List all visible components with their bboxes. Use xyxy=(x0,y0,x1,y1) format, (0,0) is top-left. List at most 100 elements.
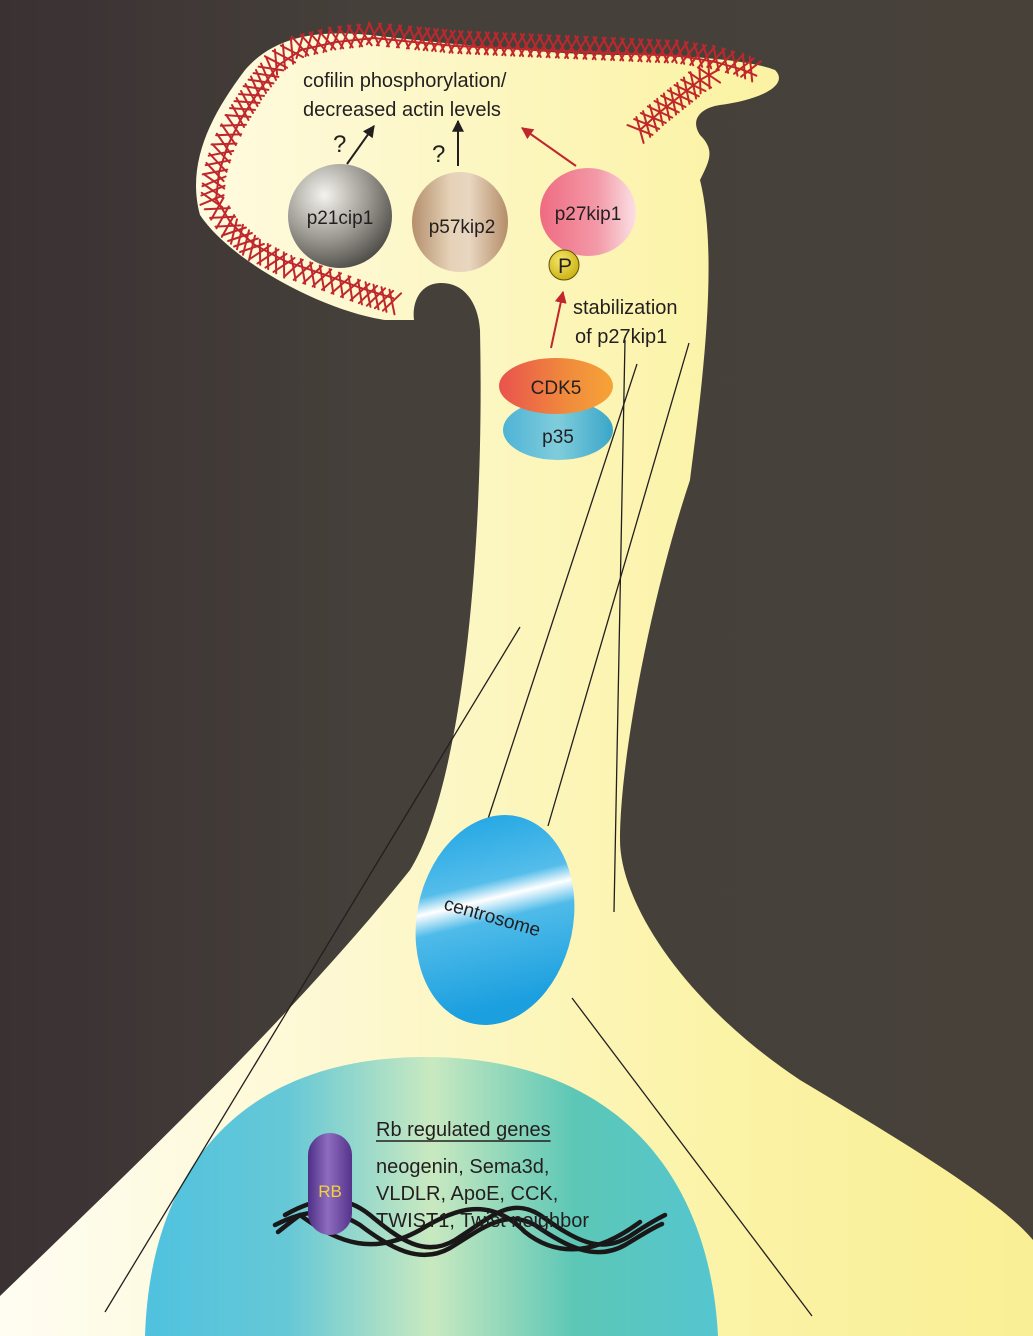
actin-filament-stroke xyxy=(203,207,231,211)
actin-filament-stroke xyxy=(302,265,323,285)
microtubule-line xyxy=(571,997,813,1317)
actin-filament-stroke xyxy=(283,258,304,278)
actin-filament-stroke xyxy=(699,69,719,81)
centrosome: centrosome xyxy=(415,815,575,1025)
p35-label: p35 xyxy=(542,427,574,448)
actin-filament-stroke xyxy=(375,23,393,47)
p27-to-cofilin-arrow xyxy=(521,127,577,167)
actin-filament-stroke xyxy=(634,53,681,57)
actin-filament-stroke xyxy=(358,22,371,48)
actin-filament-stroke xyxy=(335,37,376,43)
centrosome-body xyxy=(415,815,575,1025)
phosphate-label: P xyxy=(558,255,572,278)
actin-filament-stroke xyxy=(299,40,338,51)
actin-filament-stroke xyxy=(395,25,413,49)
microtubule-line xyxy=(104,626,521,1313)
microtubule-line xyxy=(485,363,638,826)
actin-filament-stroke xyxy=(225,114,242,137)
actin-filament-stroke xyxy=(311,268,333,288)
actin-filament-stroke xyxy=(284,260,325,276)
actin-filament-stroke xyxy=(365,22,383,46)
actin-filament-stroke xyxy=(220,123,237,146)
microtubule-line xyxy=(547,342,690,827)
actin-filament-stroke xyxy=(591,36,607,61)
actin-filament-stroke xyxy=(663,39,679,64)
p27kip1-label: p27kip1 xyxy=(555,204,622,225)
actin-filament-stroke xyxy=(202,173,226,190)
actin-filament-stroke xyxy=(724,53,745,74)
stabilization-label-line2: of p27kip1 xyxy=(575,326,667,348)
actin-filament-stroke xyxy=(349,282,371,302)
rb-capsule xyxy=(308,1133,352,1235)
actin-filament-stroke xyxy=(229,222,256,247)
actin-filament-stroke xyxy=(715,50,736,71)
phosphate-circle xyxy=(548,249,580,281)
cdk5-p35-complex: p35 CDK5 xyxy=(499,358,613,460)
actin-filament-stroke xyxy=(214,224,242,228)
actin-filament-stroke xyxy=(339,24,352,50)
actin-filament-stroke xyxy=(322,273,363,290)
actin-filament-stroke xyxy=(292,262,314,281)
actin-filament-stroke xyxy=(454,45,501,49)
p27kip1-protein: p27kip1 xyxy=(540,168,636,256)
actin-filament-stroke xyxy=(322,26,332,54)
actin-filament-stroke xyxy=(226,116,243,147)
microtubule-line xyxy=(613,339,626,913)
actin-filament-stroke xyxy=(588,51,637,55)
actin-filaments xyxy=(199,21,762,316)
actin-filament-stroke xyxy=(215,132,233,156)
actin-filament-stroke xyxy=(698,45,716,68)
p57kip2-label: p57kip2 xyxy=(429,217,496,238)
actin-filament-stroke xyxy=(498,47,545,51)
actin-filament-stroke xyxy=(281,43,287,71)
cdk5-body xyxy=(499,358,613,414)
cofilin-label-line1: cofilin phosphorylation/ xyxy=(303,70,507,92)
rb-genes-heading: Rb regulated genes xyxy=(376,1119,551,1141)
rb-protein: RB xyxy=(308,1133,352,1235)
actin-filament-stroke xyxy=(209,215,237,219)
stabilization-label-line1: stabilization xyxy=(573,297,678,319)
actin-filament-stroke xyxy=(706,48,726,68)
actin-filament-stroke xyxy=(201,182,225,199)
p21cip1-label: p21cip1 xyxy=(307,208,374,229)
actin-filament-stroke xyxy=(265,56,277,81)
actin-filament-stroke xyxy=(289,37,295,65)
actin-filament-stroke xyxy=(740,60,762,78)
actin-filament-stroke xyxy=(205,161,225,183)
dna-helix xyxy=(272,1197,668,1258)
actin-filament-stroke xyxy=(385,24,403,48)
actin-filament-stroke xyxy=(360,287,395,300)
p21-to-cofilin-arrow xyxy=(346,125,375,165)
p21cip1-sphere xyxy=(288,164,392,268)
actin-filament-stroke xyxy=(678,54,717,63)
rb-genes-line3: TWIST1, Twist neighbor xyxy=(376,1210,589,1232)
actin-filament-stroke xyxy=(349,23,361,49)
cdk5-to-p27-arrow xyxy=(550,290,567,349)
actin-filament-stroke xyxy=(582,36,598,60)
actin-filament-stroke xyxy=(536,34,552,58)
actin-filament-stroke xyxy=(200,191,224,209)
p21cip1-protein: p21cip1 xyxy=(288,164,392,268)
actin-filament-stroke xyxy=(659,95,681,113)
actin-filament-stroke xyxy=(610,37,626,61)
p27kip1-body xyxy=(540,168,636,256)
actin-filament-stroke xyxy=(573,35,589,60)
actin-filament-stroke xyxy=(619,37,635,62)
microtubule-lines xyxy=(104,339,813,1317)
actin-filament-stroke xyxy=(600,37,616,61)
actin-filament-stroke xyxy=(240,89,261,120)
question-mark-p57: ? xyxy=(432,141,445,168)
cdk5-label: CDK5 xyxy=(531,378,582,399)
actin-filament-stroke xyxy=(639,111,661,131)
actin-filament-stroke xyxy=(340,279,361,298)
actin-filament-stroke xyxy=(412,41,457,47)
p57kip2-body xyxy=(412,172,508,272)
actin-filament-stroke xyxy=(221,226,247,237)
neuron-cell-outline xyxy=(0,33,1033,1336)
actin-filament-stroke xyxy=(248,244,272,261)
rb-genes-line2: VLDLR, ApoE, CCK, xyxy=(376,1183,558,1205)
nucleus xyxy=(145,1056,718,1336)
actin-filament-stroke xyxy=(741,68,758,77)
